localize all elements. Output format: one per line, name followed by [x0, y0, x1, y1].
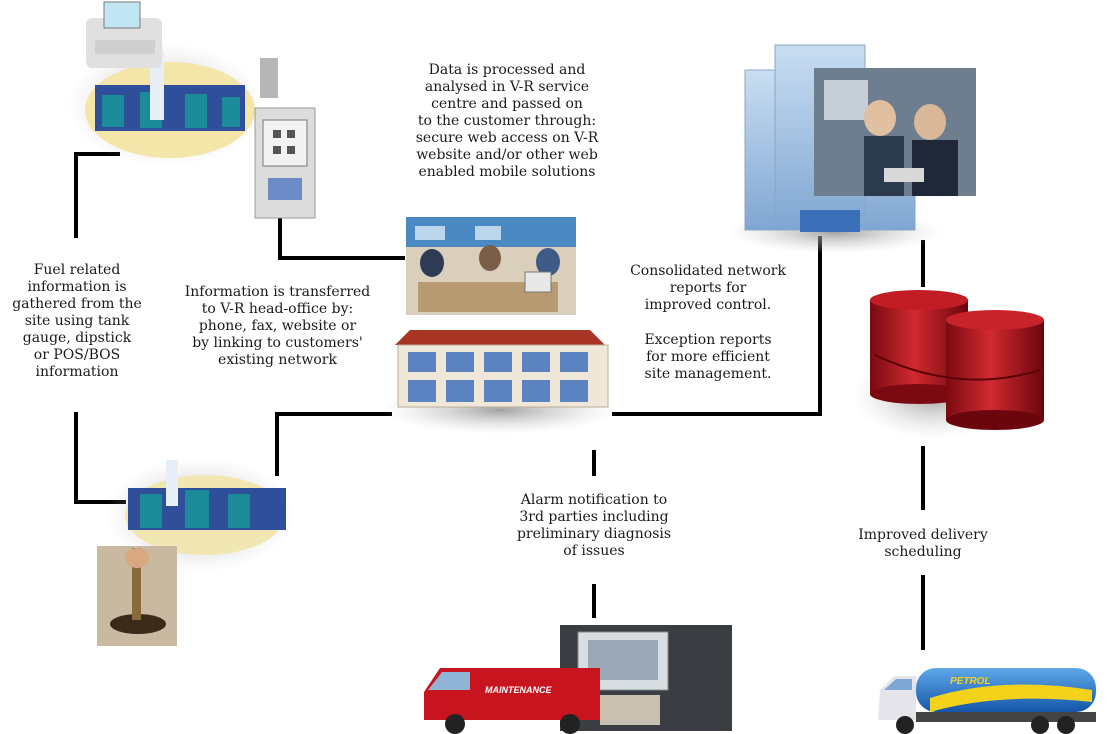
connector-lines [74, 152, 925, 650]
fuel-info-caption: Fuel related information is gathered fro… [12, 262, 142, 380]
petrol-station-bottom-image [97, 457, 295, 646]
connector-bottom-station-to-office [275, 412, 392, 476]
connector-top-station-to-office [278, 218, 405, 260]
data-processing-caption: Data is processed and analysed in V-R se… [415, 62, 599, 180]
info-transfer-caption: Information is transferred to V-R head-o… [184, 284, 371, 368]
petrol-truck-image [878, 668, 1096, 734]
storage-tanks-image [853, 290, 1044, 439]
connector-top-station-to-fuel-text [74, 152, 120, 238]
maintenance-label: MAINTENANCE [485, 685, 552, 695]
consolidated-reports-caption: Consolidated network reports for improve… [630, 263, 786, 313]
maintenance-van-image [424, 625, 732, 734]
petrol-station-top-image [67, 1, 316, 219]
connector-office-to-hq [612, 236, 822, 416]
petrol-label: PETROL [950, 676, 991, 687]
exception-reports-caption: Exception reports for more efficient sit… [644, 332, 772, 382]
service-centre-photo [406, 217, 576, 315]
delivery-scheduling-caption: Improved delivery scheduling [858, 527, 988, 560]
head-office-building-image [380, 330, 620, 434]
alarm-notification-caption: Alarm notification to 3rd parties includ… [516, 492, 672, 559]
hq-towers-image [727, 44, 976, 254]
